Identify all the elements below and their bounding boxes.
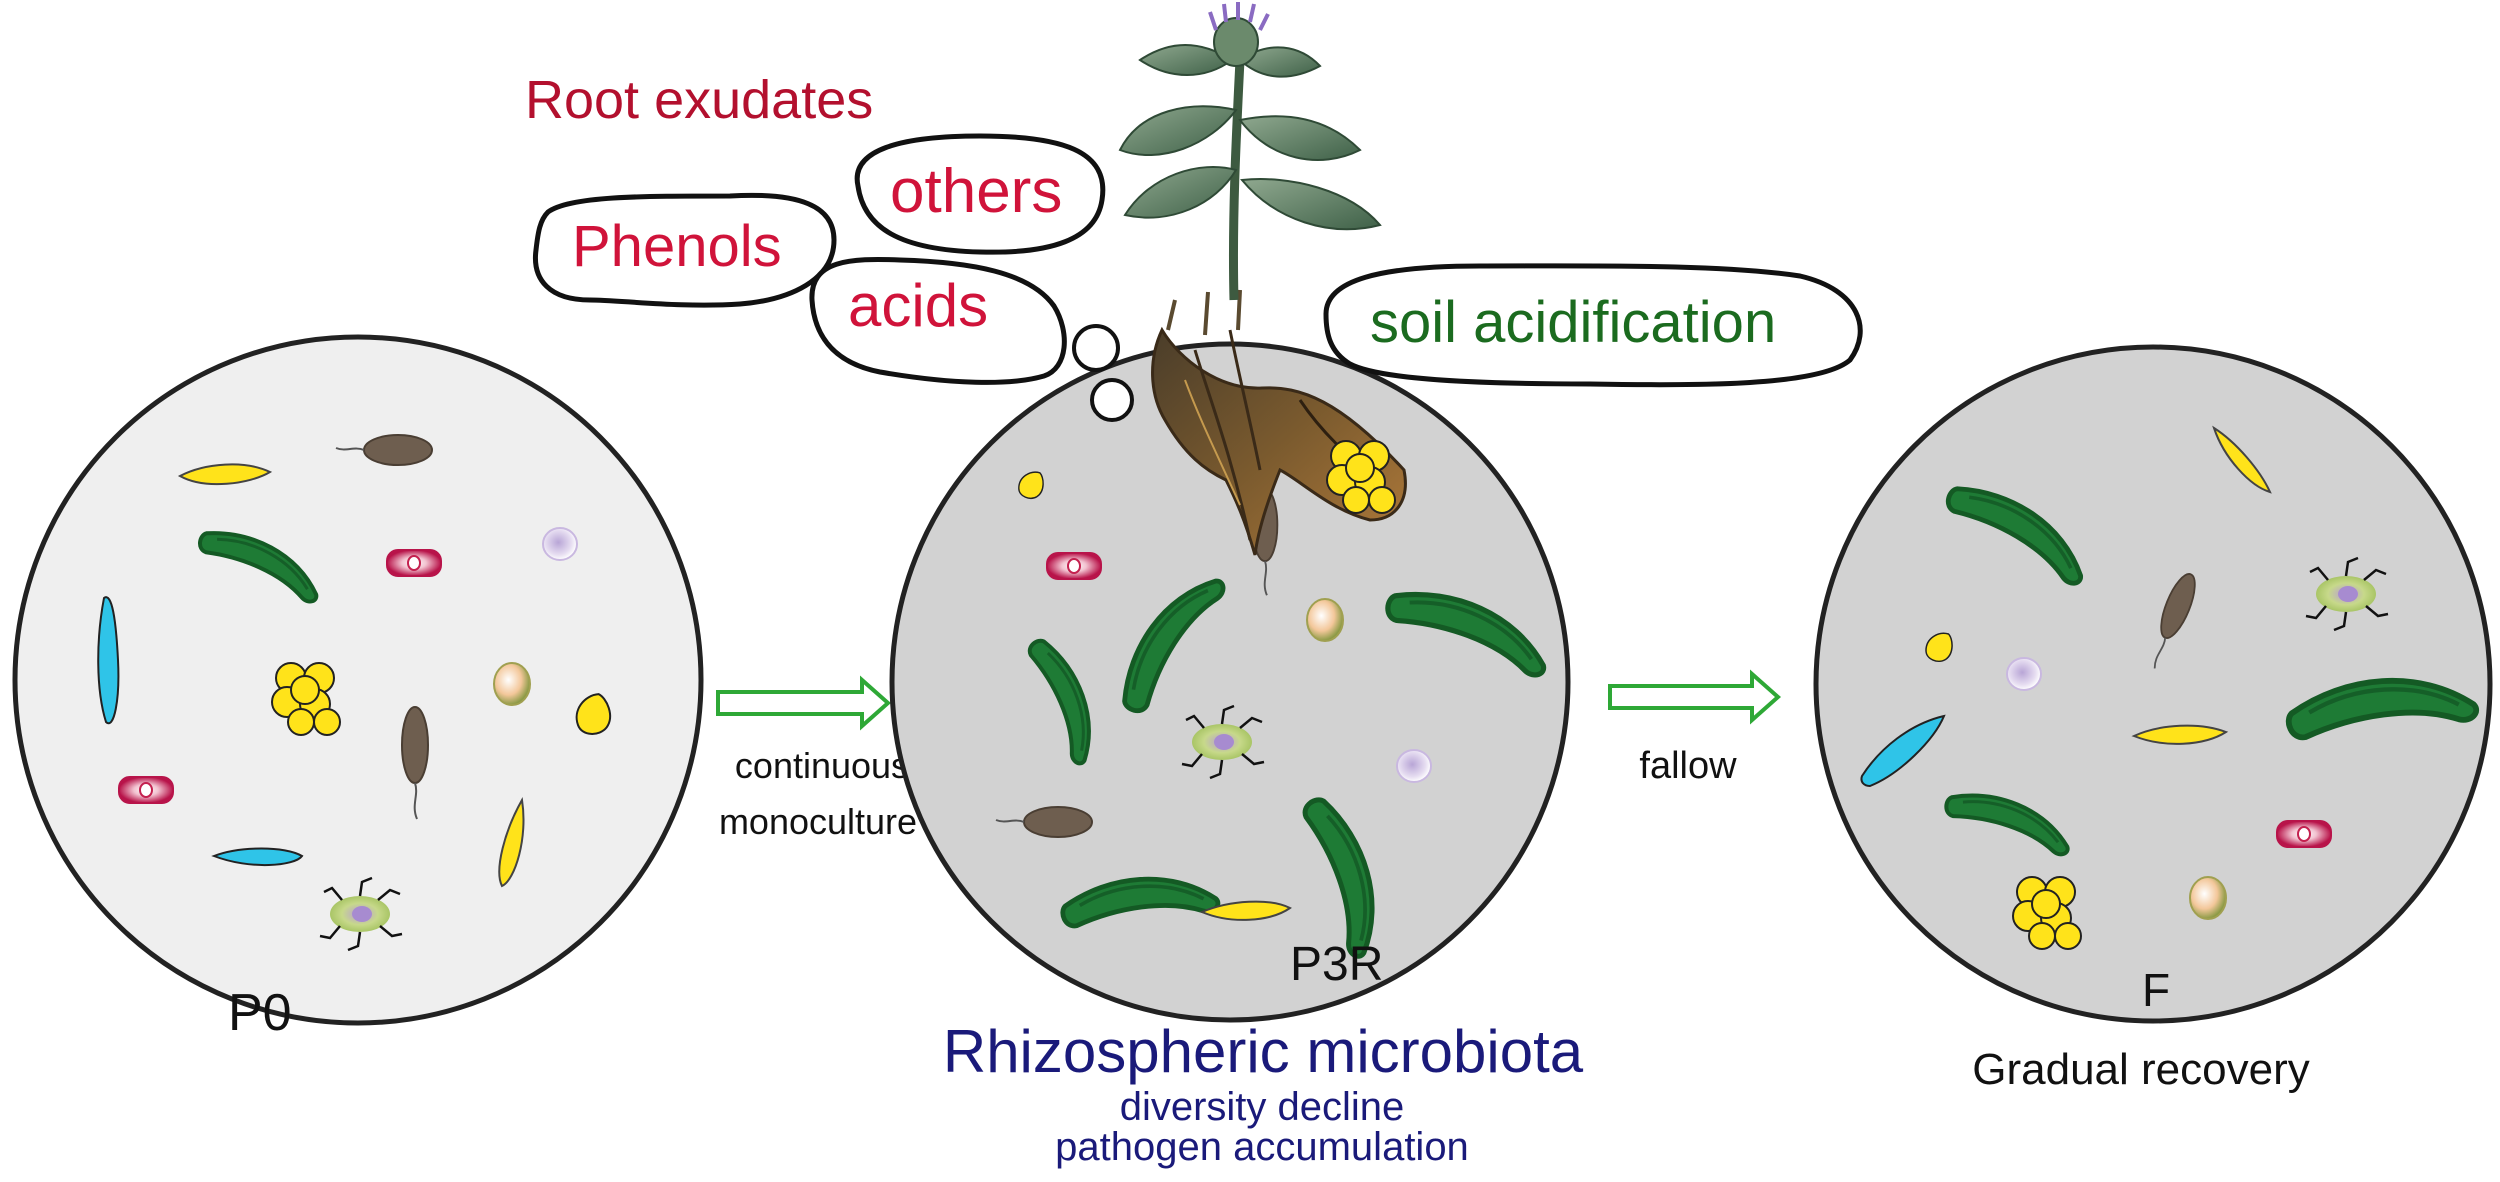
panel-f-label: F: [2142, 964, 2170, 1016]
blue-elongate-icon: [211, 847, 304, 866]
panel-p3r-circle: [889, 341, 1571, 1023]
bubble-phenols: [532, 192, 837, 308]
panel-p0-label: P0: [228, 984, 292, 1042]
arrow-right-icon: [1608, 669, 1782, 725]
panel-f: F: [1813, 344, 2493, 1024]
soil-acidification-label: soil acidification: [1370, 290, 1776, 355]
exudate-bubbles: [532, 133, 1863, 422]
yellow-rod-icon: [498, 797, 525, 888]
spore-icon: [1306, 598, 1344, 642]
pink-cell-icon: [2276, 820, 2332, 848]
pink-cell-icon: [386, 549, 442, 577]
exudates-title: Root exudates: [525, 70, 873, 130]
lavender-cell-icon: [2006, 657, 2042, 691]
spore-icon: [493, 662, 531, 706]
exudate-acids: acids: [848, 272, 988, 339]
pink-cell-icon: [1046, 552, 1102, 580]
bubble-soil-acidification: [1323, 263, 1863, 388]
blue-elongate-icon: [1860, 714, 1946, 788]
yellow-rod-icon: [2131, 724, 2229, 745]
panel-p3r: P3R: [889, 2, 1571, 1023]
exudate-phenols: Phenols: [572, 214, 782, 279]
microbiota-line1: diversity decline: [1120, 1085, 1405, 1129]
lavender-cell-icon: [542, 527, 578, 561]
arrow-fallow: fallow: [1608, 669, 1782, 787]
yellow-rod-icon: [177, 463, 273, 486]
microbiota-line2: pathogen accumulation: [1055, 1125, 1469, 1169]
arrow-monoculture-line1: continuous: [735, 745, 909, 786]
spore-icon: [2189, 876, 2227, 920]
thought-bubble-dot: [1072, 324, 1120, 372]
thought-bubble-dot: [1090, 378, 1134, 422]
panel-p3r-label: P3R: [1290, 938, 1383, 991]
lavender-cell-icon: [1396, 749, 1432, 783]
bubble-others: [854, 133, 1106, 255]
bubble-acids: [809, 256, 1067, 385]
panel-p0: P0: [12, 334, 704, 1042]
arrow-monoculture: continuous monoculture: [716, 675, 917, 842]
panel-p0-circle: [12, 334, 704, 1026]
exudate-others: others: [890, 157, 1062, 226]
blue-elongate-icon: [97, 596, 120, 725]
microbiota-title: Rhizospheric microbiota: [943, 1018, 1584, 1085]
arrow-monoculture-line2: monoculture: [719, 801, 917, 842]
arrow-right-icon: [716, 675, 892, 731]
yellow-rod-icon: [1199, 900, 1292, 921]
arrow-fallow-label: fallow: [1639, 745, 1737, 787]
pink-cell-icon: [118, 776, 174, 804]
yellow-rod-icon: [2212, 425, 2272, 494]
recovery-label: Gradual recovery: [1972, 1045, 2309, 1094]
